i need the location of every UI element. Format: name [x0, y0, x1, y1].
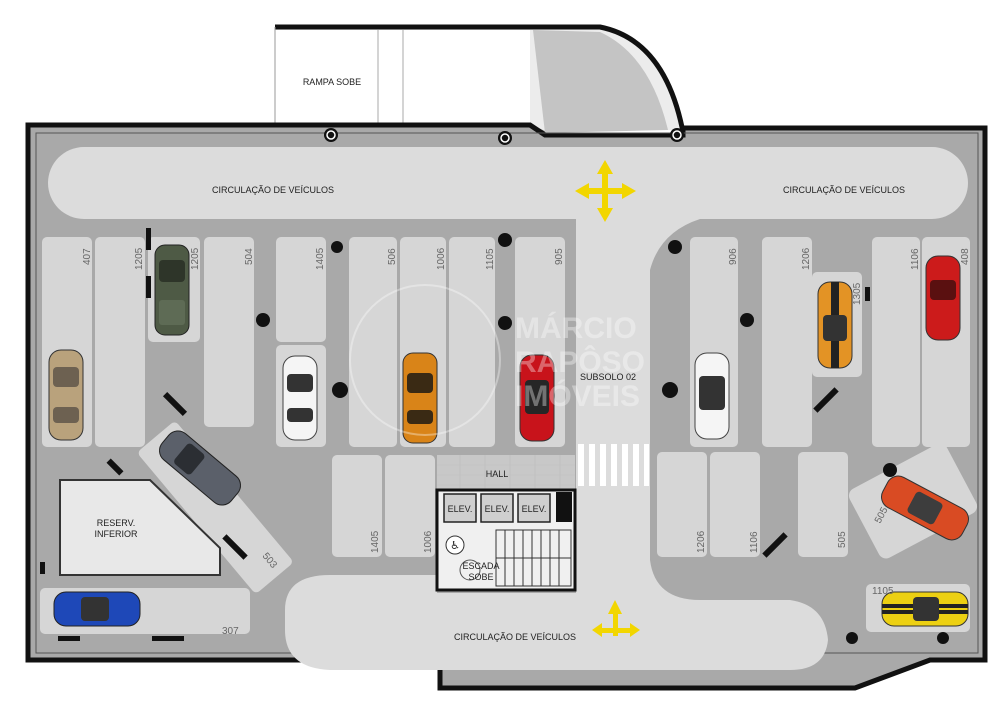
ramp-label: RAMPA SOBE	[303, 77, 361, 87]
wall-stubs	[40, 228, 870, 641]
spot-number: 1105	[872, 586, 894, 597]
wheelchair-icon	[445, 535, 465, 555]
car-orange-convertible	[881, 475, 969, 541]
spot-number: 1206	[801, 247, 812, 270]
spot-1405b	[332, 455, 382, 557]
spot-number: 1105	[485, 248, 496, 270]
spot-505a	[798, 452, 848, 557]
circulation-label-bottom: CIRCULAÇÃO DE VEÍCULOS	[454, 632, 576, 642]
car-white-suv	[282, 355, 318, 441]
stairs	[495, 529, 572, 587]
stairs-label-line2: SOBE	[468, 572, 493, 582]
watermark-line1: MÁRCIO	[515, 311, 637, 345]
spot-number: 1205	[134, 247, 145, 270]
spot-1405a	[276, 237, 326, 342]
car-red-right	[925, 255, 961, 341]
elevator-label-3: ELEV.	[522, 504, 547, 514]
spot-number: 307	[222, 626, 239, 637]
ramp	[274, 24, 686, 139]
spot-number: 407	[82, 248, 93, 265]
car-dark-green	[154, 244, 190, 336]
spot-1206a	[762, 237, 812, 447]
elevator-1	[443, 493, 477, 523]
crosswalk	[576, 442, 650, 488]
labels: RAMPA SOBE CIRCULAÇÃO DE VEÍCULOS CIRCUL…	[94, 77, 905, 642]
spot-number: 506	[387, 248, 398, 265]
circulation-label-top-right: CIRCULAÇÃO DE VEÍCULOS	[783, 185, 905, 195]
spot-504	[204, 237, 254, 427]
spot-number: 1006	[423, 530, 434, 553]
car-white-sedan	[694, 352, 730, 440]
spot-1106b	[710, 452, 760, 557]
spot-1105a	[449, 237, 495, 447]
road-bottom	[285, 490, 828, 670]
column-rings	[326, 130, 682, 143]
car-blue	[53, 591, 141, 627]
spot-number: 1305	[852, 282, 863, 305]
spot-number: 905	[554, 248, 565, 265]
spot-number: 1405	[315, 247, 326, 270]
watermark: MÁRCIO RAPÔSO IMÓVEIS	[349, 284, 645, 436]
spot-number: 906	[728, 248, 739, 265]
spot-number: 1006	[436, 247, 447, 270]
road-top	[48, 147, 968, 219]
reservoir-label-line1: RESERV.	[97, 518, 136, 528]
level-label: SUBSOLO 02	[580, 372, 636, 382]
reservoir-label-line2: INFERIOR	[94, 529, 138, 539]
spot-1206b	[657, 452, 707, 557]
spot-number: 1106	[910, 248, 921, 270]
spot-number: 505	[837, 531, 848, 548]
spot-number: 1205	[190, 247, 201, 270]
watermark-line3: IMÓVEIS	[515, 379, 640, 413]
car-yellow	[881, 591, 969, 627]
reservoir	[59, 479, 221, 576]
car-red-convertible	[519, 354, 555, 442]
direction-arrow-3way	[592, 600, 640, 637]
circulation-label-top-left: CIRCULAÇÃO DE VEÍCULOS	[212, 185, 334, 195]
watermark-line2: RAPÔSO	[515, 345, 645, 379]
spot-number: 1206	[696, 530, 707, 553]
elevator-2	[480, 493, 514, 523]
elevator-3	[517, 493, 551, 523]
spot-number: 504	[244, 248, 255, 265]
hall-core: ♿	[435, 455, 577, 592]
car-grey-diagonal	[159, 430, 241, 506]
spot-1006b	[385, 455, 435, 557]
stairs-label-line1: ESCADA	[462, 561, 499, 571]
spot-506	[349, 237, 397, 447]
hall-label: HALL	[486, 469, 509, 479]
direction-arrow-4way	[575, 160, 636, 222]
car-orange	[402, 352, 438, 444]
spot-1106a	[872, 237, 920, 447]
spot-1205a	[95, 237, 145, 447]
columns	[256, 128, 949, 644]
spot-number: 408	[960, 248, 971, 265]
spot-number: 1106	[749, 531, 760, 553]
spot-numbers: 407 1205 1205 504 1405 506 1006 1105 905…	[82, 247, 971, 637]
svg-text:♿: ♿	[450, 539, 460, 552]
elevator-label-1: ELEV.	[448, 504, 473, 514]
car-orange-stripe	[817, 281, 853, 369]
road-center	[576, 219, 650, 490]
elevator-label-2: ELEV.	[485, 504, 510, 514]
spot-number: 1405	[370, 530, 381, 553]
car-beige	[48, 349, 84, 441]
